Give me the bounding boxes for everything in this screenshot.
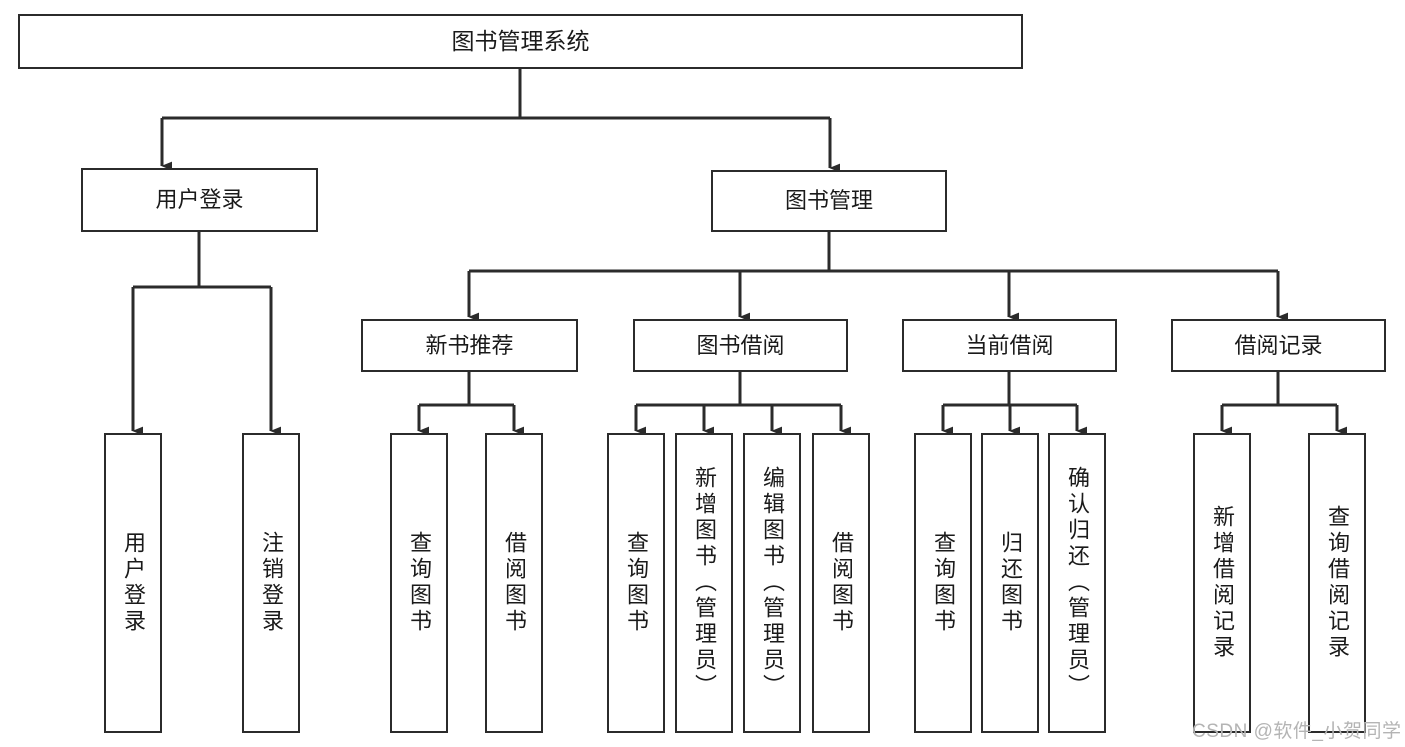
node-label: 借阅图书 bbox=[829, 531, 854, 635]
node-label: 借阅图书 bbox=[502, 531, 527, 635]
node-label: 图书借阅 bbox=[696, 332, 785, 358]
leaf-bookborrow-edit-book[interactable]: 编辑图书（管理员） bbox=[743, 433, 801, 733]
node-user-login[interactable]: 用户登录 bbox=[81, 168, 318, 232]
node-label: 新增图书（管理员） bbox=[692, 466, 717, 700]
node-new-book-recommend[interactable]: 新书推荐 bbox=[361, 319, 578, 372]
node-label: 用户登录 bbox=[121, 531, 146, 635]
node-label: 编辑图书（管理员） bbox=[760, 466, 785, 700]
node-label: 查询图书 bbox=[624, 531, 649, 635]
node-label: 借阅记录 bbox=[1234, 332, 1323, 358]
leaf-currentborrow-query-book[interactable]: 查询图书 bbox=[914, 433, 972, 733]
node-label: 新书推荐 bbox=[425, 332, 514, 358]
node-label: 查询图书 bbox=[407, 531, 432, 635]
leaf-borrowrecord-add-record[interactable]: 新增借阅记录 bbox=[1193, 433, 1251, 733]
node-label: 图书管理 bbox=[784, 188, 873, 214]
node-book-borrow[interactable]: 图书借阅 bbox=[633, 319, 848, 372]
watermark-credit: CSDN @软件_小贺同学 bbox=[1192, 721, 1402, 742]
node-label: 确认归还（管理员） bbox=[1065, 466, 1090, 700]
node-label: 用户登录 bbox=[155, 187, 244, 213]
leaf-borrowrecord-query-record[interactable]: 查询借阅记录 bbox=[1308, 433, 1366, 733]
leaf-currentborrow-confirm-return[interactable]: 确认归还（管理员） bbox=[1048, 433, 1106, 733]
leaf-user-login[interactable]: 用户登录 bbox=[104, 433, 162, 733]
node-current-borrow[interactable]: 当前借阅 bbox=[902, 319, 1117, 372]
node-label: 查询图书 bbox=[931, 531, 956, 635]
node-book-management[interactable]: 图书管理 bbox=[711, 170, 947, 232]
node-root-system[interactable]: 图书管理系统 bbox=[18, 14, 1023, 69]
node-label: 当前借阅 bbox=[965, 332, 1054, 358]
leaf-bookborrow-borrow-book[interactable]: 借阅图书 bbox=[812, 433, 870, 733]
leaf-user-logout[interactable]: 注销登录 bbox=[242, 433, 300, 733]
node-label: 归还图书 bbox=[998, 531, 1023, 635]
leaf-bookborrow-query-book[interactable]: 查询图书 bbox=[607, 433, 665, 733]
node-label: 注销登录 bbox=[259, 531, 284, 635]
leaf-newbook-borrow-book[interactable]: 借阅图书 bbox=[485, 433, 543, 733]
node-label: 图书管理系统 bbox=[451, 27, 590, 54]
leaf-newbook-query-book[interactable]: 查询图书 bbox=[390, 433, 448, 733]
node-borrow-record[interactable]: 借阅记录 bbox=[1171, 319, 1386, 372]
leaf-bookborrow-add-book[interactable]: 新增图书（管理员） bbox=[675, 433, 733, 733]
node-label: 查询借阅记录 bbox=[1325, 505, 1350, 661]
leaf-currentborrow-return-book[interactable]: 归还图书 bbox=[981, 433, 1039, 733]
node-label: 新增借阅记录 bbox=[1210, 505, 1235, 661]
